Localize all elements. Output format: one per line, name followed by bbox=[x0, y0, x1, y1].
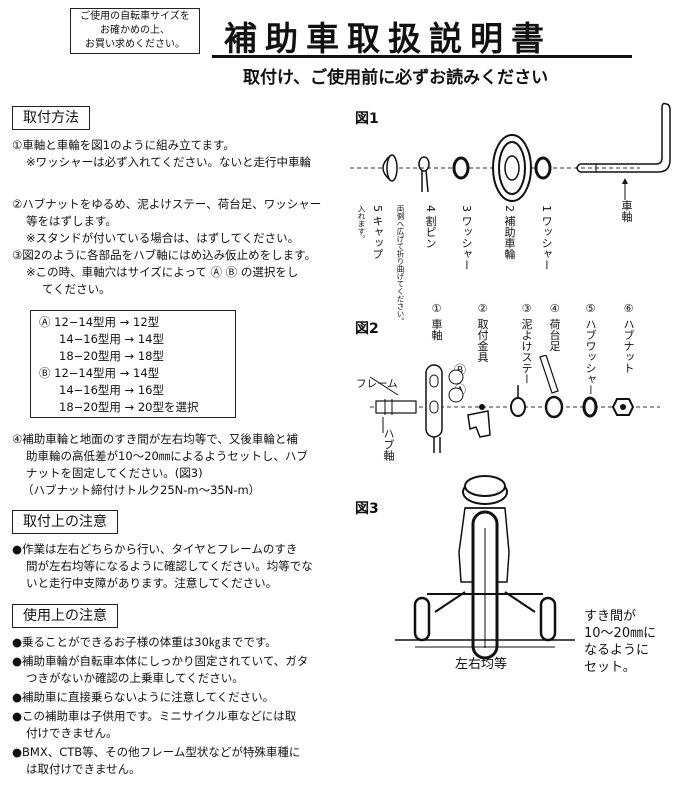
size-row: 14−16型用 → 16型 bbox=[59, 383, 164, 397]
install-caution-line: 間が左右均等になるように確認してください。均等でな bbox=[26, 559, 313, 573]
fig1-pin-note: 両側へ広げて折り曲げてください。 bbox=[396, 205, 405, 325]
size-row: Ⓑ 12−14型用 → 14型 bbox=[39, 366, 160, 380]
fig1-part-label: 3 ワッシャー bbox=[460, 205, 473, 271]
fig3-diagram bbox=[395, 475, 575, 660]
use-caution-heading: 使用上の注意 bbox=[12, 604, 118, 628]
fig1-part-label: 5 キャップ bbox=[371, 205, 384, 260]
gap-note-line: 10〜20㎜に bbox=[584, 626, 657, 641]
fig2-part-label: ⑤ ハブワッシャー bbox=[584, 302, 597, 396]
fig1-cap-note: 入れます。 bbox=[357, 205, 366, 243]
cap-part bbox=[382, 154, 398, 182]
install-caution-line: いと走行中支障があります。注意してください。 bbox=[26, 576, 278, 590]
fig1-diagram bbox=[350, 102, 671, 202]
fig1-part-label: 1 ワッシャー bbox=[540, 205, 553, 271]
fig1-label: 図1 bbox=[355, 111, 379, 127]
size-table: Ⓐ 12−14型用 → 12型 14−16型用 → 14型 18−20型用 → … bbox=[30, 310, 236, 418]
step4-line: ナットを固定してください。(図3) bbox=[26, 466, 203, 480]
step4-line: 助車輪の高低差が10〜20㎜によるようセットし、ハブ bbox=[26, 449, 308, 463]
use-caution-line: は取付けできません。 bbox=[26, 762, 141, 776]
size-row: 18−20型用 → 18型 bbox=[59, 349, 164, 363]
fig2-diagram bbox=[369, 355, 660, 453]
title-underline bbox=[212, 55, 632, 58]
install-line: 等をはずします。 bbox=[26, 214, 117, 228]
install-line: ①車軸と車輪を図1のように組み立てます。 bbox=[12, 138, 235, 152]
install-line: ※ワッシャーは必ず入れてください。ないと走行中車輪 bbox=[26, 155, 311, 169]
fig2-label: 図2 bbox=[355, 321, 379, 337]
fig1-part-label: 車軸 bbox=[620, 200, 633, 222]
fig3-label: 図3 bbox=[355, 501, 379, 517]
size-notice-box: ご使用の自転車サイズを お確かめの上、 お買い求めください。 bbox=[70, 8, 200, 54]
install-line: ③図2のように各部品をハブ軸にはめ込み仮止めをします。 bbox=[12, 248, 316, 262]
gap-note-line: セット。 bbox=[584, 660, 636, 675]
size-row: Ⓐ 12−14型用 → 12型 bbox=[39, 315, 160, 329]
use-caution-line: ●この補助車は子供用です。ミニサイクル車などには取 bbox=[12, 709, 297, 723]
notice-line: お確かめの上、 bbox=[100, 25, 170, 36]
step4-line: （ハブナット締付けトルク25N-m〜35N-m） bbox=[22, 483, 261, 497]
fig1-part-label: 4 割ピン bbox=[424, 205, 437, 249]
use-caution-line: ●BMX、CTB等、その他フレーム型状などが特殊車種に bbox=[12, 745, 301, 759]
install-line: ※この時、車軸穴はサイズによって Ⓐ Ⓑ の選択をし bbox=[26, 265, 299, 279]
fig2-part-label: ① 車軸 bbox=[430, 302, 443, 341]
use-caution-line: ●乗ることができるお子様の体重は30㎏までです。 bbox=[12, 635, 277, 649]
size-row: 18−20型用 → 20型を選択 bbox=[59, 400, 199, 414]
fig2-part-label: ② 取付金具 bbox=[476, 302, 489, 363]
notice-line: ご使用の自転車サイズを bbox=[80, 11, 190, 22]
use-caution-line: 付けできません。 bbox=[26, 726, 118, 740]
fig1-part-label: 2 補助車輪 bbox=[503, 205, 516, 260]
install-line: ②ハブナットをゆるめ、泥よけステー、荷台足、ワッシャー bbox=[12, 197, 322, 211]
install-caution-heading: 取付上の注意 bbox=[12, 510, 118, 534]
title-block: 補助車取扱説明書 bbox=[212, 8, 632, 58]
fig2-part-label: ③ 泥よけステー bbox=[520, 302, 533, 385]
frame-label: フレーム bbox=[356, 378, 398, 390]
fig2-part-label: ④ 荷台足 bbox=[548, 302, 561, 352]
axle-part bbox=[576, 102, 671, 173]
step4-line: ④補助車輪と地面のすき間が左右均等で、又後車輪と補 bbox=[12, 432, 298, 446]
use-caution-line: つきがないか確認の上乗車してください。 bbox=[26, 671, 244, 685]
size-row: 14−16型用 → 14型 bbox=[59, 332, 164, 346]
gap-note-line: すき間が bbox=[584, 609, 637, 624]
wheel-part bbox=[492, 134, 532, 202]
split-pin-part bbox=[418, 156, 430, 193]
gap-note: すき間が 10〜20㎜に なるように セット。 bbox=[584, 608, 656, 676]
even-label: 左右均等 bbox=[455, 657, 508, 672]
page-title: 補助車取扱説明書 bbox=[224, 19, 552, 58]
install-line: てください。 bbox=[42, 282, 111, 296]
hub-axle-label: ハブ軸 bbox=[382, 428, 395, 461]
use-caution-line: ●補助車に直接乗らないように注意してください。 bbox=[12, 690, 275, 704]
fig2-part-label: ⑥ ハブナット bbox=[622, 302, 635, 374]
install-line: ※スタンドが付いている場合は、はずしてください。 bbox=[26, 231, 300, 245]
page-subtitle: 取付け、ご使用前に必ずお読みください bbox=[243, 68, 549, 88]
install-caution-line: ●作業は左右どちらから行い、タイヤとフレームのすき bbox=[12, 542, 298, 556]
gap-note-line: なるように bbox=[584, 643, 650, 658]
notice-line: お買い求めください。 bbox=[85, 39, 185, 50]
use-caution-line: ●補助車輪が自転車本体にしっかり固定されていて、ガタ bbox=[12, 654, 309, 668]
install-heading: 取付方法 bbox=[12, 106, 90, 130]
